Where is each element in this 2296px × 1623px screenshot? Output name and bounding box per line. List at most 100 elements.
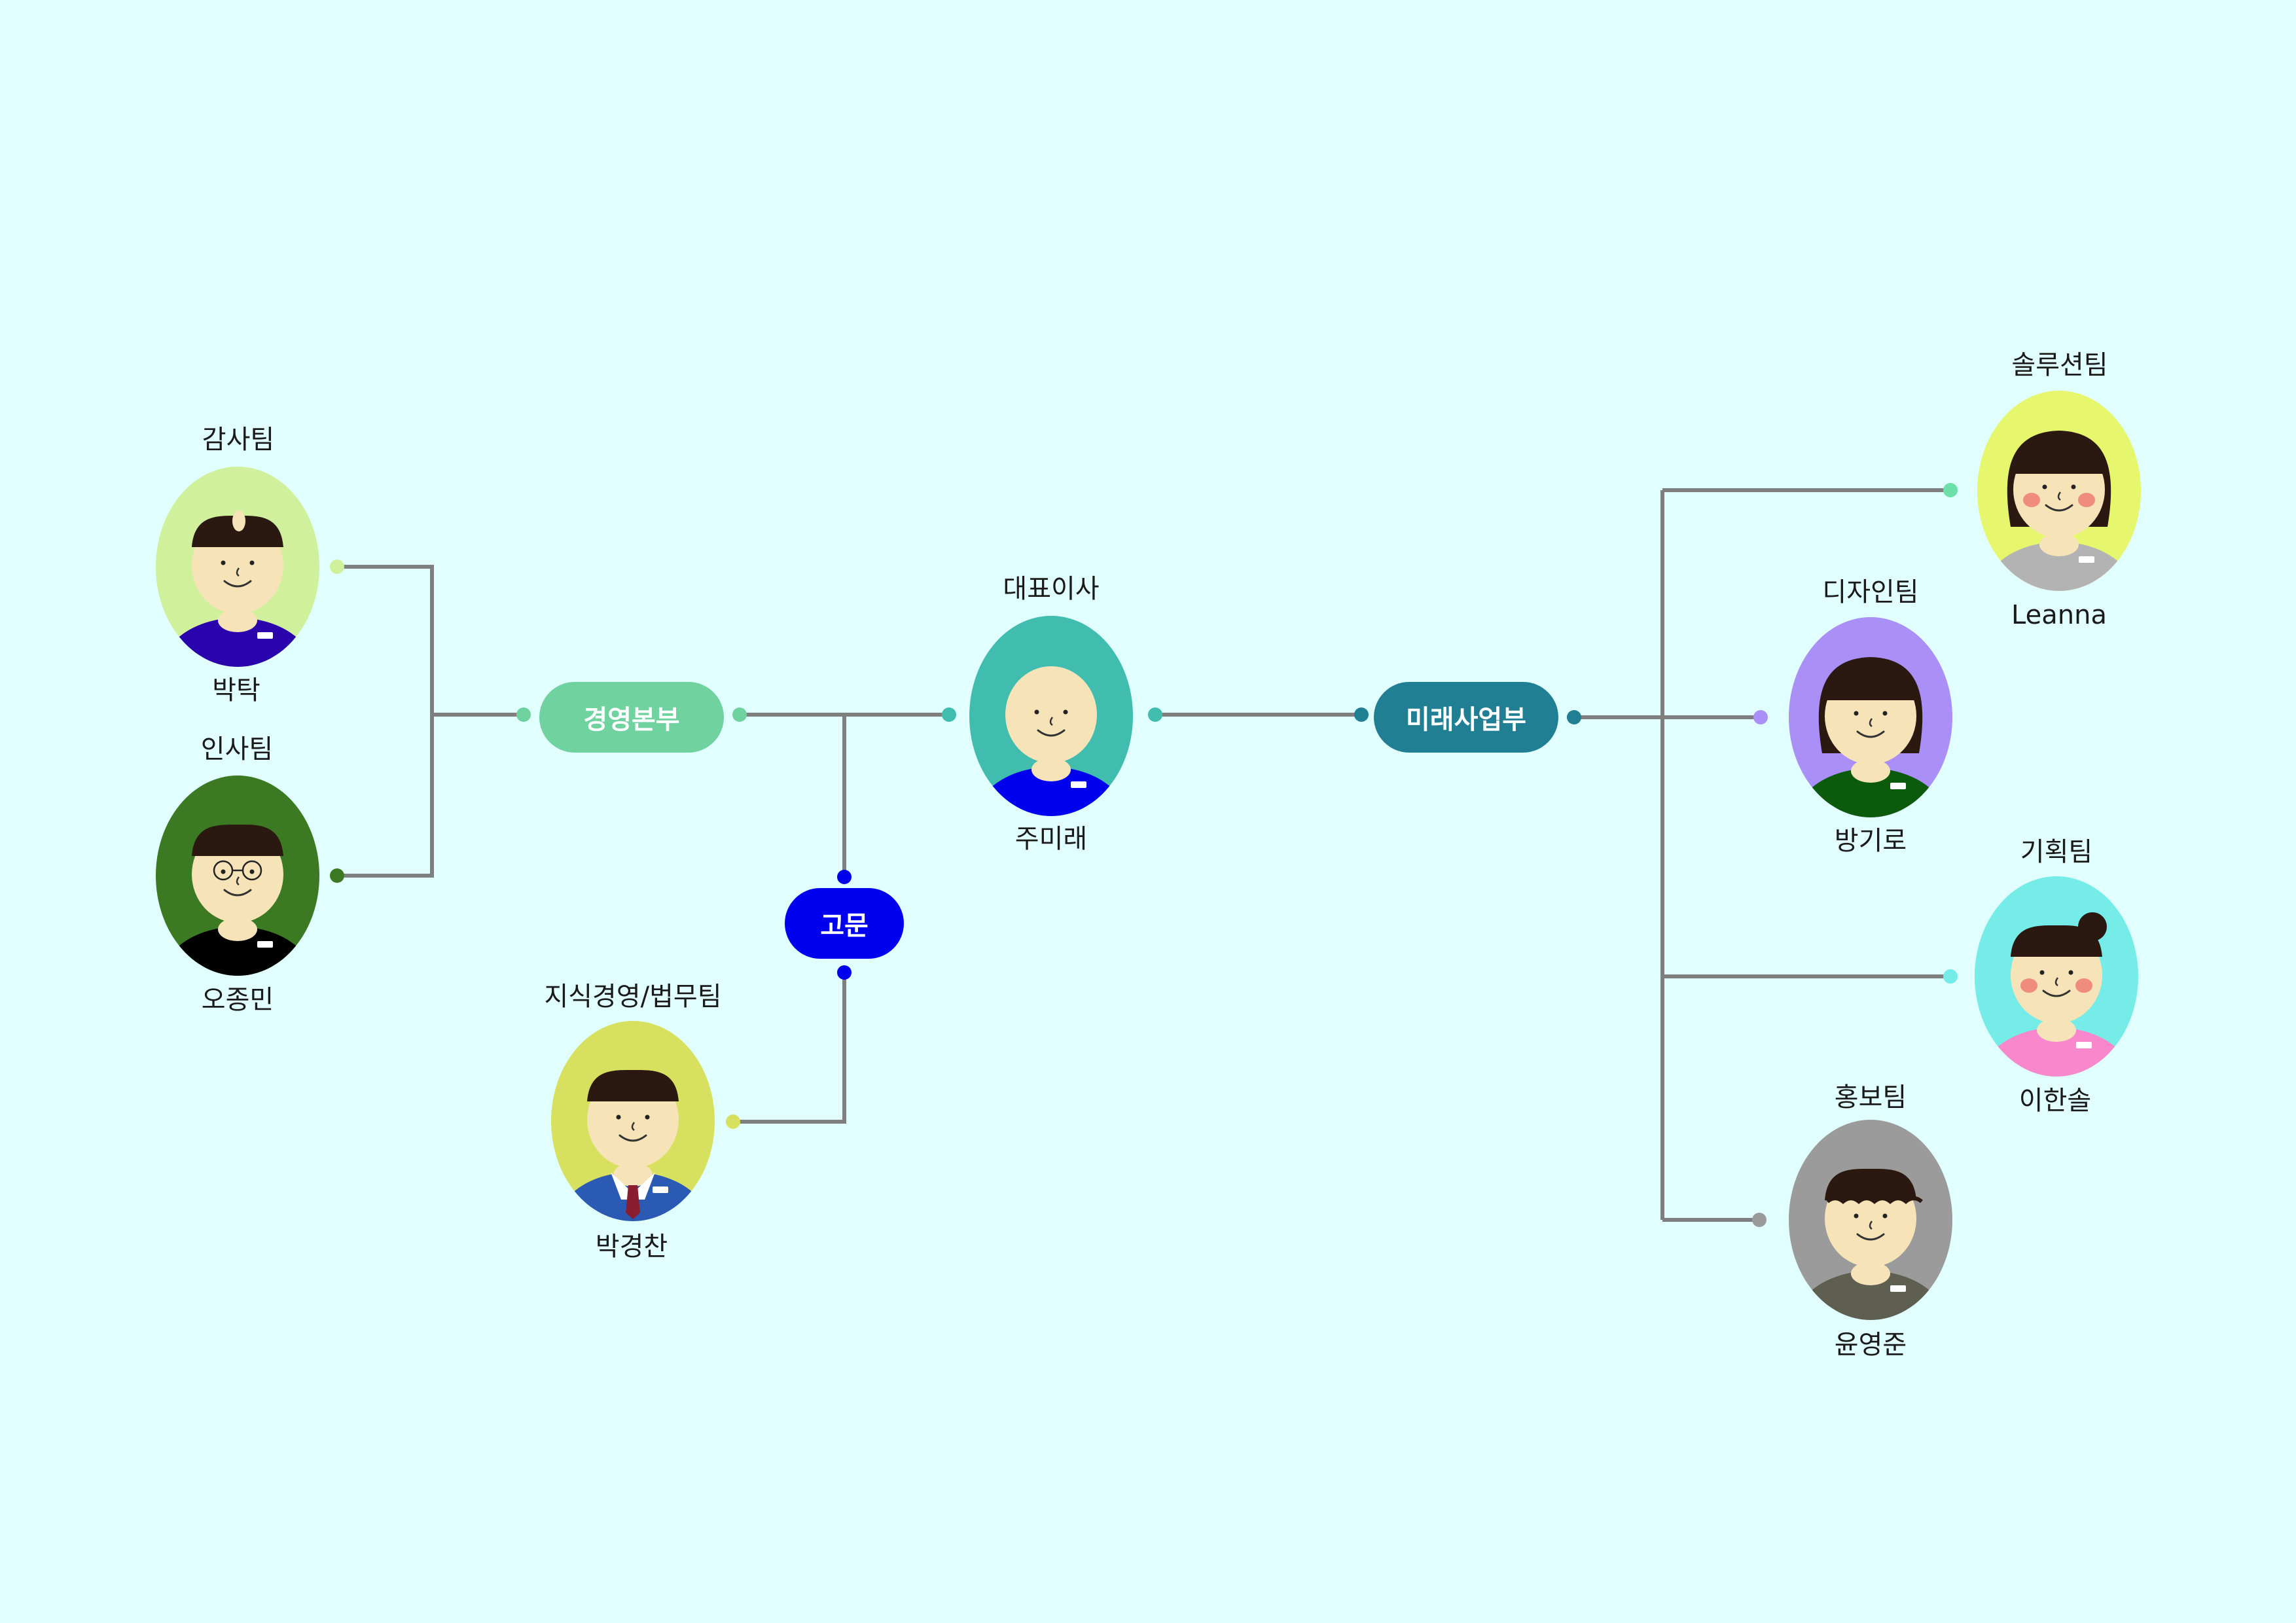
hair-icon [192,824,283,856]
hair-icon [1825,1168,1916,1200]
shirt-icon [1979,1027,2134,1077]
neck-icon [1851,1262,1890,1285]
pr-name-label: 윤영준 [1834,1330,1907,1360]
future-business-dept-pill[interactable]: 미래사업부 [1374,682,1558,753]
left-eye-icon [1854,711,1859,716]
avatars [156,391,2141,1320]
knowledge-connector-dot [726,1115,740,1129]
neck-icon [1031,758,1071,781]
name-badge-icon [1890,783,1906,789]
smile-icon [223,580,252,588]
audit-avatar [156,467,319,667]
hr-avatar [156,776,319,976]
wavy-hair-icon [1826,1196,1923,1204]
left-eye-icon [616,1115,621,1120]
smile-icon [223,889,252,897]
shirt-icon [1793,1271,1948,1320]
advisor-pill[interactable]: 고문 [785,888,904,959]
name-badge-icon [1071,781,1086,788]
nose-icon [236,567,240,577]
nose-icon [236,876,240,886]
future-business-dept-label: 미래사업부 [1406,705,1526,735]
planning-team-label: 기획팀 [2020,837,2093,867]
left-eye-icon [2039,970,2045,975]
pr-connector-dot [1752,1213,1767,1227]
hr-connector-dot [330,868,344,883]
audit-name-label: 박탁 [212,675,260,705]
hair-bun-icon [2078,912,2107,941]
name-badge-icon [2079,556,2094,563]
smile-icon [619,1134,647,1142]
neck-icon [218,918,257,941]
neck-icon [2039,533,2079,556]
neck-icon [1851,759,1890,783]
design-name-label: 방기로 [1834,826,1907,856]
knowledge-avatar [551,1021,715,1221]
planning-avatar [1975,876,2138,1077]
ceo-team-label: 대표이사 [1003,574,1100,604]
hair-icon [2011,925,2102,957]
knowledge-name-label: 박경찬 [595,1232,668,1262]
pr-team-label: 홍보팀 [1834,1082,1907,1113]
management-dept-label: 경영본부 [583,705,680,735]
right-eye-icon [1882,711,1888,716]
left-eye-icon [2042,484,2047,490]
right-eye-icon [249,560,255,565]
solution-avatar [1977,391,2141,591]
audit-connector-dot [330,560,344,574]
pr-avatar [1789,1120,1952,1320]
neck-icon [613,1163,653,1186]
connector-dots [330,483,1958,1227]
left-eye-icon [1854,1213,1859,1219]
name-badge-icon [1890,1285,1906,1292]
name-badge-icon [653,1186,668,1193]
nose-icon [2057,491,2062,501]
advisor-top-dot [837,870,852,884]
right-eye-icon [2071,484,2076,490]
right-eye-icon [1063,709,1068,715]
smile-icon [2045,504,2073,512]
left-blush-icon [2023,493,2040,507]
right-blush-icon [2078,493,2095,507]
right-eye-icon [645,1115,650,1120]
shirt-icon [556,1172,710,1221]
planning-name-label: 이한솔 [2018,1086,2092,1116]
right-blush-icon [2075,978,2092,993]
advisor-label: 고문 [820,911,869,941]
future-right-dot [1567,710,1581,724]
left-eye-icon [221,560,226,565]
neck-icon [218,609,257,632]
management-dept-pill[interactable]: 경영본부 [539,682,724,753]
shirt-icon [1982,542,2136,591]
connector-line-1 [337,565,434,878]
ceo-avatar [969,616,1133,816]
management-right-dot [732,707,747,722]
nose-icon [1869,718,1873,728]
left-blush-icon [2020,978,2037,993]
bangs-icon [2012,461,2106,474]
left-eye-icon [221,869,226,874]
design-avatar [1789,617,1952,817]
design-team-label: 디자인팀 [1822,577,1919,607]
design-connector-dot [1753,710,1768,724]
connector-line-5 [733,972,846,1124]
smile-icon [1037,729,1066,737]
planning-connector-dot [1943,969,1958,984]
name-badge-icon [257,941,273,948]
solution-connector-dot [1943,483,1958,497]
future-left-dot [1354,707,1369,722]
right-eye-icon [1882,1213,1888,1219]
nose-icon [2054,977,2059,987]
name-badge-icon [257,632,273,639]
tie-icon [626,1185,640,1219]
collar-icon [611,1172,655,1200]
ceo-name-label: 주미래 [1014,824,1088,854]
face-icon [1005,666,1097,763]
hr-team-label: 인사팀 [200,734,274,764]
solution-team-label: 솔루션팀 [2011,350,2108,380]
hair-icon [192,515,283,547]
left-eye-icon [1034,709,1039,715]
shirt-icon [974,767,1128,816]
connector-lines [337,488,1950,1222]
